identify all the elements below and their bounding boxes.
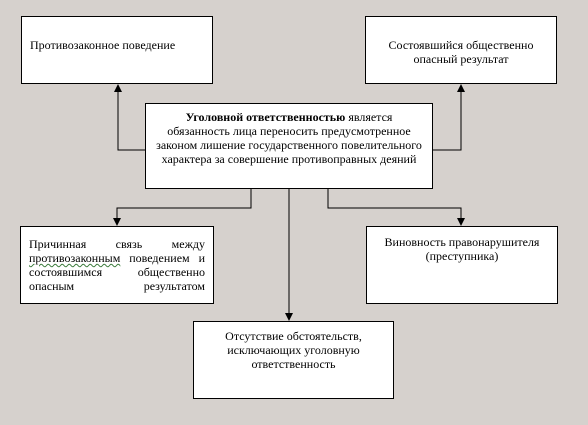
definition-term: Уголовной ответственностью <box>185 110 346 124</box>
box-causal-link: Причинная связь между противозаконным по… <box>20 226 214 304</box>
arrowhead-top-right <box>457 84 465 92</box>
box-dangerous-result: Состоявшийся общественно опасный результ… <box>365 16 557 84</box>
box-unlawful-behavior-text: Противозаконное поведение <box>30 38 176 52</box>
box-unlawful-behavior: Противозаконное поведение <box>21 16 213 84</box>
arrow-to-top-left <box>117 90 145 151</box>
box-criminal-liability-definition: Уголовной ответственностью является обяз… <box>145 103 433 189</box>
arrow-to-bottom-right <box>327 189 462 220</box>
box-no-excluding-circumstances-text: Отсутствие обстоятельств, исключающих уг… <box>225 329 362 371</box>
arrowhead-bottom-right <box>457 218 465 226</box>
arrow-to-top-right <box>433 90 462 151</box>
arrowhead-bottom-center <box>285 313 293 321</box>
box-causal-link-text-wavy: противозаконным <box>29 251 121 265</box>
box-guilt: Виновность правонарушителя (преступника) <box>366 226 558 304</box>
box-guilt-text: Виновность правонарушителя (преступника) <box>384 235 540 263</box>
box-dangerous-result-text: Состоявшийся общественно опасный результ… <box>388 38 534 66</box>
box-causal-link-text-a: Причинная связь между <box>29 237 205 251</box>
box-causal-link-text-b: поведением и состоявшимся общественно оп… <box>29 251 205 293</box>
box-no-excluding-circumstances: Отсутствие обстоятельств, исключающих уг… <box>193 321 394 399</box>
arrow-to-bottom-left <box>116 189 252 220</box>
definition-text: является обязанность лица переносить пре… <box>156 110 422 166</box>
arrowhead-bottom-left <box>113 218 121 226</box>
arrowhead-top-left <box>114 84 122 92</box>
